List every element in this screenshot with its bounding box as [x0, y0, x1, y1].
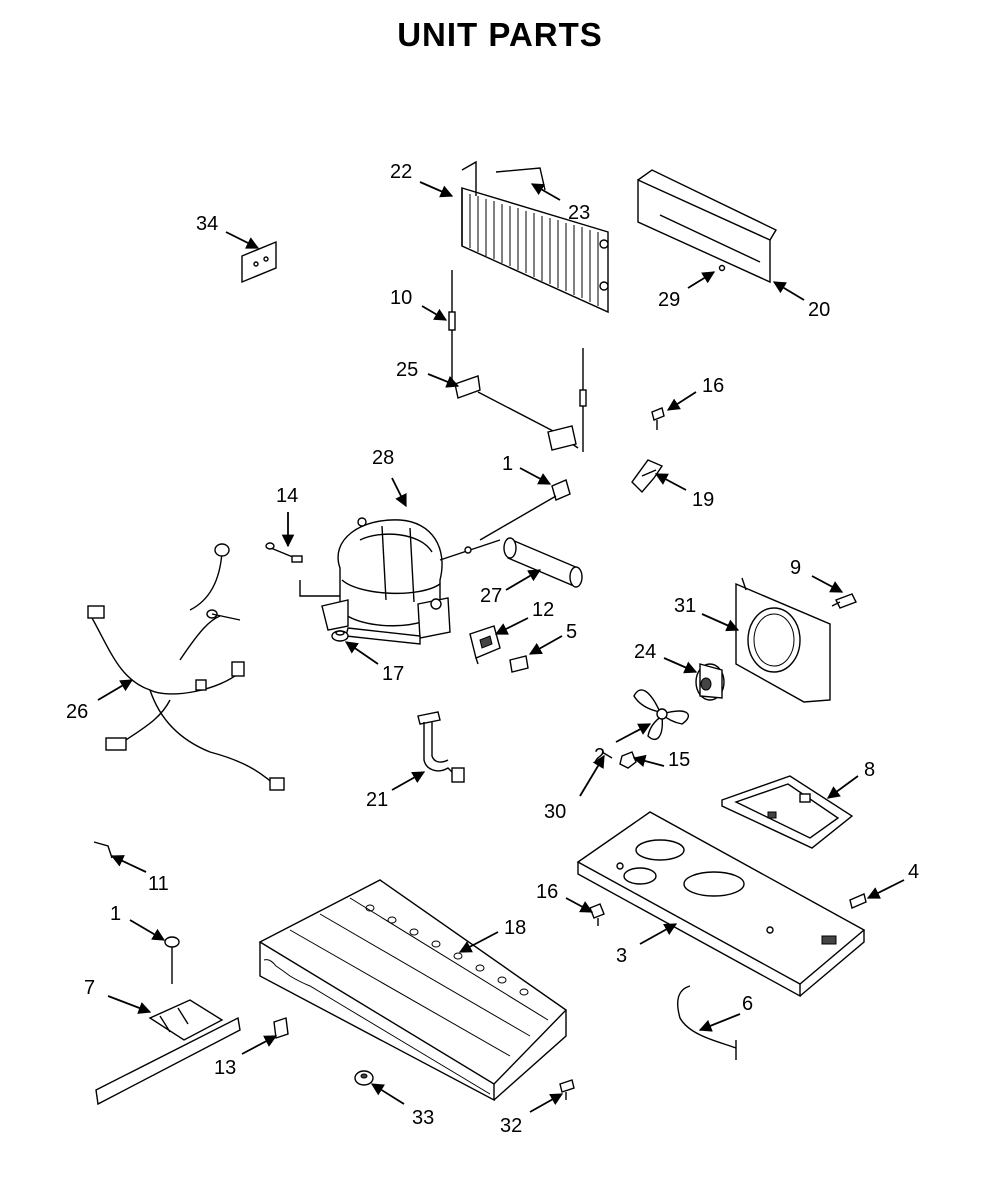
connector-14	[265, 542, 303, 563]
callout-30: 30	[544, 801, 566, 823]
callout-9: 9	[790, 557, 801, 579]
screw-16-bottom	[589, 903, 605, 926]
callout-arrows	[97, 181, 905, 1113]
capillary-assembly	[454, 348, 587, 452]
callout-6: 6	[742, 993, 753, 1015]
wire-10	[448, 270, 456, 380]
overload-5	[509, 655, 529, 673]
callout-13: 13	[214, 1057, 236, 1079]
base-plate	[576, 811, 866, 998]
callout-32: 32	[500, 1115, 522, 1137]
diagram-title: UNIT PARTS	[397, 16, 603, 53]
callout-1-bottom: 1	[110, 903, 121, 925]
screw-9	[831, 593, 857, 609]
clip-13	[273, 1017, 289, 1039]
clip-11	[93, 841, 113, 859]
callout-18: 18	[504, 917, 526, 939]
callout-31: 31	[674, 595, 696, 617]
drain-tube-21	[417, 711, 465, 783]
callout-24: 24	[634, 641, 656, 663]
nut-15	[619, 751, 637, 769]
grommet-17	[331, 630, 349, 642]
clip-30	[601, 751, 613, 759]
callout-28: 28	[372, 447, 394, 469]
callout-3: 3	[616, 945, 627, 967]
tube-27	[503, 537, 583, 588]
callout-20: 20	[808, 299, 830, 321]
fan-blade	[633, 689, 690, 741]
callout-26: 26	[66, 701, 88, 723]
callout-22: 22	[390, 161, 412, 183]
compressor	[299, 517, 501, 645]
callout-23: 23	[568, 202, 590, 224]
callout-1-top: 1	[502, 453, 513, 475]
callout-29: 29	[658, 289, 680, 311]
callout-16-bottom: 16	[536, 881, 558, 903]
callout-8: 8	[864, 759, 875, 781]
screw-32	[559, 1079, 575, 1100]
callout-15: 15	[668, 749, 690, 771]
callout-17: 17	[382, 663, 404, 685]
callout-12: 12	[532, 599, 554, 621]
fitting-1-bottom	[164, 936, 180, 984]
callout-2: 2	[594, 745, 605, 767]
small-plate	[241, 240, 277, 284]
callout-4: 4	[908, 861, 919, 883]
tray-8	[721, 775, 854, 849]
clip-19	[631, 459, 664, 494]
condenser-coil	[461, 160, 609, 314]
callout-25: 25	[396, 359, 418, 381]
wiring-harness	[87, 543, 285, 791]
condenser-shroud	[637, 169, 777, 284]
callout-14: 14	[276, 485, 298, 507]
fan-shroud	[735, 577, 831, 703]
coil-18	[258, 879, 568, 1102]
cup-33	[354, 1070, 374, 1086]
wire-6	[677, 985, 737, 1060]
callout-labels: 22 23 34 10 29 20 25 16 28 1 19 14 9 27 …	[66, 161, 919, 1137]
callout-10: 10	[390, 287, 412, 309]
strip-7	[95, 999, 241, 1106]
callout-34: 34	[196, 213, 218, 235]
callout-11: 11	[148, 873, 169, 895]
callout-7: 7	[84, 977, 95, 999]
callout-33: 33	[412, 1107, 434, 1129]
fitting-1-top	[479, 479, 571, 541]
callout-16-top: 16	[702, 375, 724, 397]
relay-12	[469, 625, 501, 665]
callout-19: 19	[692, 489, 714, 511]
screw-4	[849, 893, 867, 909]
callout-21: 21	[366, 789, 388, 811]
callout-5: 5	[566, 621, 577, 643]
fan-motor	[695, 663, 725, 701]
screw-16-top	[651, 407, 665, 430]
callout-27: 27	[480, 585, 502, 607]
